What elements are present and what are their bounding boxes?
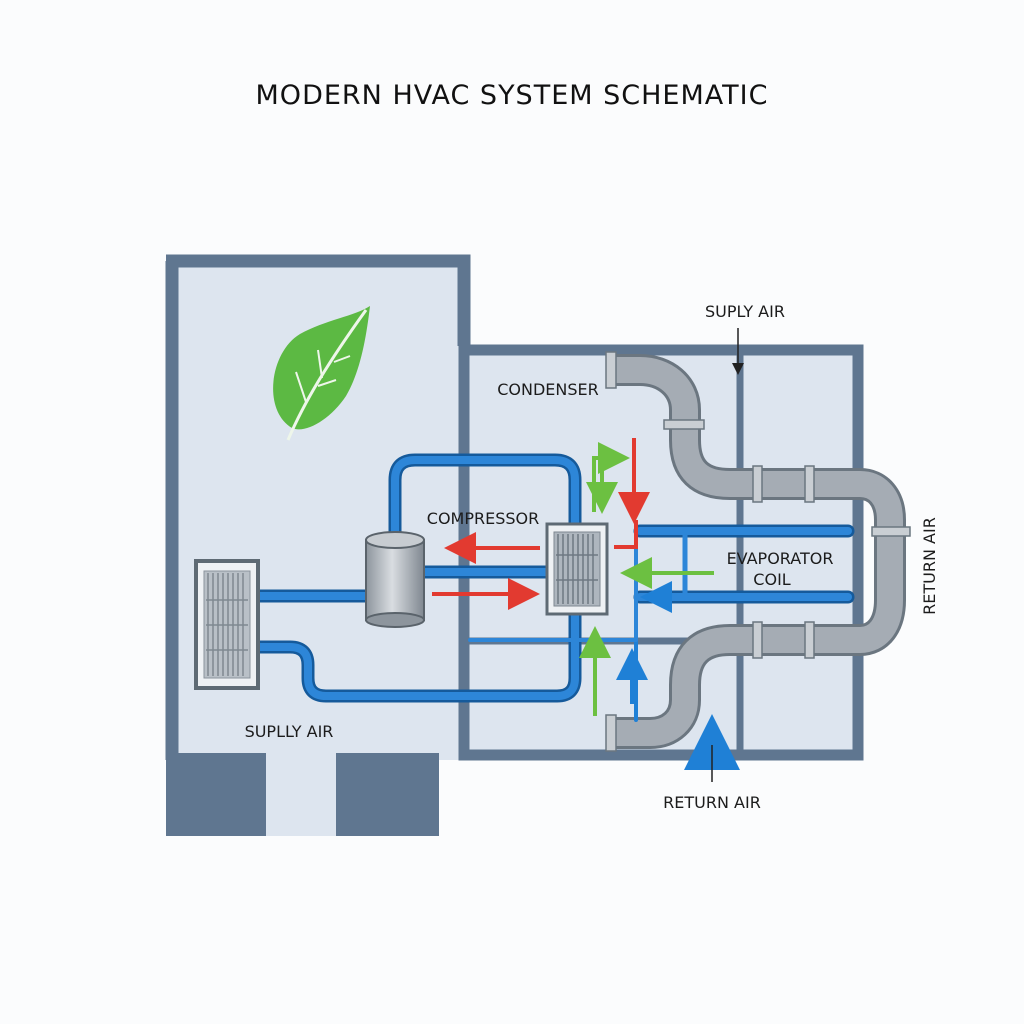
air-duct — [605, 351, 911, 752]
leaf-icon — [273, 306, 370, 441]
condenser-label: CONDENSER — [497, 380, 599, 399]
hot-flow-arrow-bend — [614, 520, 638, 549]
supply-air-left-label: SUPLLY AIR — [245, 722, 334, 741]
diagram-title: MODERN HVAC SYSTEM SCHEMATIC — [255, 80, 769, 111]
return-air-side-label: RETURN AIR — [920, 517, 939, 615]
flow-arrows — [432, 438, 740, 770]
evaporator-label-line1: EVAPORATOR — [727, 549, 834, 568]
leader-lines — [711, 328, 744, 782]
vent-grille-icon — [194, 559, 260, 690]
building-right — [458, 344, 864, 761]
condenser-coil-icon — [545, 522, 609, 616]
compressor-icon — [365, 531, 425, 628]
supply-air-top-label: SUPLY AIR — [705, 302, 785, 321]
compressor-label: COMPRESSOR — [427, 509, 539, 528]
evaporator-label-line2: COIL — [753, 570, 790, 589]
return-air-bottom-label: RETURN AIR — [663, 793, 761, 812]
coolant-pipes — [253, 453, 855, 722]
doorway — [266, 753, 336, 836]
